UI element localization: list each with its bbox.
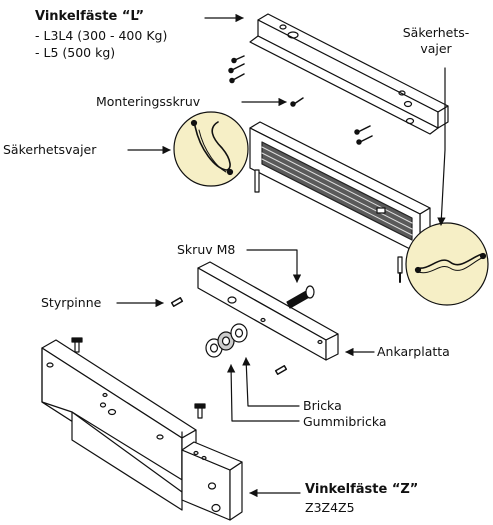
guide-pins — [170, 297, 288, 375]
rubber-washer-label: Gummibricka — [303, 414, 387, 429]
screw-m8-label: Skruv M8 — [177, 242, 236, 257]
mounting-screw-label: Monteringsskruv — [96, 94, 201, 109]
l-bracket-model-2: - L5 (500 kg) — [35, 45, 116, 60]
l-bracket-title: Vinkelfäste “L” — [35, 9, 145, 24]
m8-screw — [286, 285, 315, 309]
z-bracket-screws — [71, 337, 206, 419]
safety-cable-left-detail — [173, 111, 249, 187]
washers — [205, 323, 248, 358]
safety-cable-left-label: Säkerhetsvajer — [3, 142, 97, 157]
mounting-screws — [228, 55, 373, 145]
armature-plate — [197, 261, 339, 361]
guide-pin-label: Styrpinne — [41, 295, 102, 310]
z-bracket — [41, 339, 243, 521]
z-bracket-models: Z3Z4Z5 — [305, 500, 355, 515]
washer-label: Bricka — [303, 398, 342, 413]
l-bracket-model-1: - L3L4 (300 - 400 Kg) — [35, 28, 168, 43]
safety-cable-right-label-line2: vajer — [420, 41, 452, 56]
electromagnet — [249, 121, 431, 255]
safety-cable-right-detail — [405, 222, 489, 306]
leader-lines — [116, 13, 446, 498]
safety-cable-right-label-line1: Säkerhets- — [402, 25, 470, 40]
magnet-posts — [254, 169, 403, 283]
z-bracket-title: Vinkelfäste “Z” — [305, 482, 419, 497]
armature-plate-label: Ankarplatta — [377, 344, 450, 359]
l-bracket — [249, 13, 449, 135]
